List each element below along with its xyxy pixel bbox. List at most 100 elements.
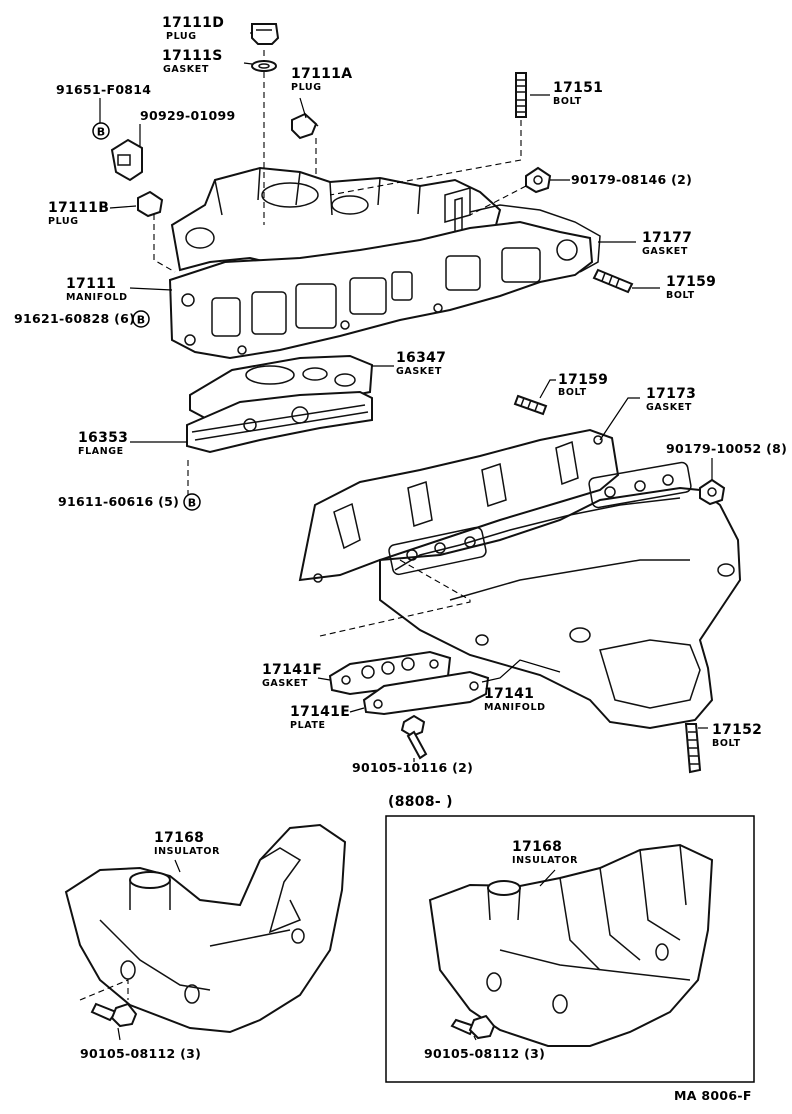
svg-text:INSULATOR: INSULATOR [512, 855, 578, 866]
svg-text:GASKET: GASKET [262, 678, 308, 689]
svg-text:17159: 17159 [558, 372, 608, 388]
date-variant-frame [385, 815, 755, 1083]
leader-line [243, 62, 253, 65]
svg-text:B: B [188, 497, 196, 510]
exhaust-manifold-17141 [379, 461, 742, 730]
label-17152: 17152 BOLT [712, 722, 762, 749]
label-90105-08112-left: 90105-08112 (3) [80, 1046, 201, 1061]
dash-line [469, 185, 527, 216]
leader-line [174, 859, 181, 873]
bolt-90105-08112-left [90, 1002, 138, 1028]
svg-text:17152: 17152 [712, 722, 762, 738]
plug-17111b [137, 190, 164, 218]
dash-line [329, 120, 522, 196]
svg-text:17141: 17141 [484, 686, 534, 702]
label-17159-top: 17159 BOLT [666, 274, 716, 301]
label-90179-10052: 90179-10052 (8) [666, 441, 787, 456]
dash-line [319, 596, 471, 637]
svg-text:MANIFOLD: MANIFOLD [66, 292, 128, 303]
insulator-17168-right [428, 843, 714, 1047]
label-91651: 91651-F0814 [56, 82, 151, 97]
leader-line [599, 397, 640, 441]
leader-line [481, 659, 561, 683]
label-17111a: 17111A PLUG [291, 66, 352, 93]
gasket-17111s [251, 60, 277, 72]
svg-text:17177: 17177 [642, 230, 692, 246]
svg-text:17141F: 17141F [262, 662, 322, 678]
label-91611: 91611-60616 (5) [58, 494, 179, 509]
svg-text:PLUG: PLUG [166, 31, 197, 42]
plug-17111a [291, 112, 319, 140]
svg-text:17111S: 17111S [162, 48, 223, 64]
svg-text:PLUG: PLUG [48, 216, 79, 227]
svg-text:17173: 17173 [646, 386, 696, 402]
svg-text:FLANGE: FLANGE [78, 446, 124, 457]
insulator-17168-left [64, 823, 347, 1034]
sensor-90929 [110, 138, 143, 182]
nut-90179-08146 [525, 166, 552, 194]
plate-17141e [362, 670, 490, 716]
svg-text:GASKET: GASKET [163, 64, 209, 75]
svg-text:B: B [137, 314, 145, 327]
svg-text:BOLT: BOLT [553, 96, 582, 107]
dash-line [399, 559, 471, 601]
leader-line [539, 379, 556, 399]
svg-text:INSULATOR: INSULATOR [154, 846, 220, 857]
label-17111: 17111 MANIFOLD [66, 276, 128, 303]
leader-line [117, 1027, 121, 1041]
label-17141f: 17141F GASKET [262, 662, 322, 689]
svg-text:16353: 16353 [78, 430, 128, 446]
date-range-label: (8808- ) [388, 794, 453, 810]
b-marker-badge: B [183, 493, 201, 511]
label-17168-right: 17168 INSULATOR [512, 839, 578, 866]
svg-text:BOLT: BOLT [558, 387, 587, 398]
flange-16353 [186, 390, 373, 454]
label-17173: 17173 GASKET [646, 386, 696, 413]
label-90105-08112-right: 90105-08112 (3) [424, 1046, 545, 1061]
svg-text:17111B: 17111B [48, 200, 109, 216]
leader-line [129, 287, 173, 291]
nut-90179-10052 [699, 478, 726, 506]
svg-text:PLUG: PLUG [291, 82, 322, 93]
label-90179-08146: 90179-08146 (2) [571, 172, 692, 187]
label-17141: 17141 MANIFOLD [484, 686, 545, 713]
label-17159-mid: 17159 BOLT [558, 372, 608, 398]
leader-line [109, 205, 137, 209]
leader-line [299, 97, 307, 119]
label-16347: 16347 GASKET [396, 350, 446, 377]
label-17111s: 17111S GASKET [162, 48, 223, 75]
b-marker-badge: B [92, 122, 110, 140]
stud-bolt-17151 [515, 72, 527, 118]
leader-line [349, 707, 365, 713]
manifold-flange-face [168, 220, 594, 360]
svg-text:17111: 17111 [66, 276, 116, 292]
svg-text:17151: 17151 [553, 80, 603, 96]
svg-text:17168: 17168 [154, 830, 204, 846]
label-91621: 91621-60828 (6) [14, 311, 135, 326]
bolt-90105-10116 [400, 714, 428, 760]
gasket-17177-outline [469, 204, 601, 273]
svg-text:PLATE: PLATE [290, 720, 326, 731]
gasket-17111s-hole [258, 63, 270, 69]
label-16353: 16353 FLANGE [78, 430, 128, 457]
svg-text:GASKET: GASKET [646, 402, 692, 413]
label-17168-left: 17168 INSULATOR [154, 830, 220, 857]
leader-line [473, 1035, 477, 1041]
dash-line [79, 979, 129, 1001]
label-17141e: 17141E PLATE [290, 704, 350, 731]
dash-line [153, 214, 176, 273]
plug-17111d [251, 23, 280, 45]
b-marker-badge: B [132, 310, 150, 328]
stud-bolt-17159a [592, 268, 634, 294]
leader-line [317, 677, 331, 681]
svg-text:16347: 16347 [396, 350, 446, 366]
drawing-code: MA 8006-F [674, 1088, 752, 1103]
label-90929: 90929-01099 [140, 108, 235, 123]
label-90105-10116: 90105-10116 (2) [352, 760, 473, 775]
label-17111b: 17111B PLUG [48, 200, 109, 227]
svg-text:17141E: 17141E [290, 704, 350, 720]
svg-text:GASKET: GASKET [642, 246, 688, 257]
svg-text:GASKET: GASKET [396, 366, 442, 377]
